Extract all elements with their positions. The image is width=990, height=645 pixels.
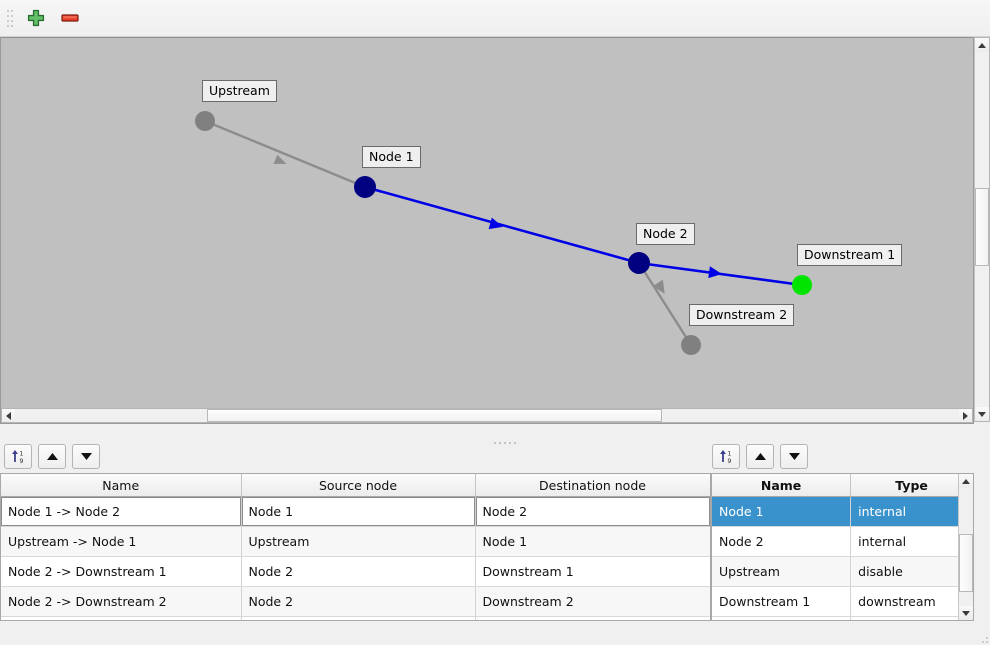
nodes-table-vertical-scrollbar[interactable] bbox=[958, 474, 973, 620]
graph-edges bbox=[195, 111, 812, 355]
table-row[interactable]: Node 2 internal bbox=[712, 526, 973, 557]
toolbar bbox=[0, 0, 990, 37]
nodes-cell-type[interactable]: downstream bbox=[850, 586, 973, 617]
node-node2[interactable] bbox=[628, 252, 650, 274]
scroll-left-arrow[interactable] bbox=[2, 409, 15, 422]
nodes-cell-name[interactable]: Upstream bbox=[712, 556, 852, 587]
node-downstream2[interactable] bbox=[681, 335, 701, 355]
nodes-cell-type[interactable]: disable bbox=[850, 556, 973, 587]
table-row[interactable]: Node 2 -> Downstream 2 Node 2 Downstream… bbox=[1, 586, 710, 617]
nodes-cell-type[interactable]: internal bbox=[850, 496, 973, 527]
node-node1[interactable] bbox=[354, 176, 376, 198]
edges-table-grid: Name Source node Destination node Node 1… bbox=[1, 474, 710, 620]
nodes-table-header-row: Name Type bbox=[712, 474, 973, 497]
node-label-upstream[interactable]: Upstream bbox=[202, 80, 277, 102]
edges-cell-source[interactable]: Node 1 bbox=[241, 496, 476, 527]
graph-canvas-area: Upstream Node 1 Node 2 Downstream 1 Down… bbox=[0, 37, 990, 438]
svg-text:9: 9 bbox=[727, 458, 731, 465]
triangle-up-icon bbox=[46, 452, 58, 460]
scroll-up-arrow[interactable] bbox=[975, 38, 989, 52]
graph-canvas[interactable]: Upstream Node 1 Node 2 Downstream 1 Down… bbox=[0, 37, 974, 424]
edges-table[interactable]: Name Source node Destination node Node 1… bbox=[0, 473, 711, 621]
add-button[interactable] bbox=[19, 3, 53, 33]
vertical-scroll-thumb[interactable] bbox=[975, 188, 989, 266]
node-label-node2[interactable]: Node 2 bbox=[636, 223, 695, 245]
nodes-sort-order-button[interactable]: 1 9 bbox=[712, 443, 740, 469]
triangle-up-icon bbox=[754, 452, 766, 460]
node-label-downstream2[interactable]: Downstream 2 bbox=[689, 304, 795, 326]
node-upstream[interactable] bbox=[195, 111, 215, 131]
nodes-cell-name[interactable]: Downstream 1 bbox=[712, 586, 852, 617]
table-row[interactable]: Upstream -> Node 1 Upstream Node 1 bbox=[1, 526, 710, 557]
window-resize-grip[interactable] bbox=[978, 633, 988, 643]
canvas-vertical-scrollbar[interactable] bbox=[974, 37, 990, 422]
edges-move-down-button[interactable] bbox=[72, 443, 100, 469]
edge-node2-downstream1[interactable] bbox=[638, 261, 803, 287]
edges-column-destination[interactable]: Destination node bbox=[475, 474, 710, 497]
edges-cell-destination[interactable]: Downstream 2 bbox=[475, 586, 710, 617]
edges-table-header-row: Name Source node Destination node bbox=[1, 474, 710, 497]
edges-column-name[interactable]: Name bbox=[1, 474, 242, 497]
triangle-down-icon bbox=[80, 452, 92, 460]
nodes-table-grid: Name Type Node 1 internal Node 2 interna… bbox=[712, 474, 973, 620]
node-label-downstream1[interactable]: Downstream 1 bbox=[797, 244, 903, 266]
table-empty-row bbox=[712, 616, 973, 620]
table-row[interactable]: Node 2 -> Downstream 1 Node 2 Downstream… bbox=[1, 556, 710, 587]
sort-ascending-icon: 1 9 bbox=[11, 449, 23, 465]
edge-upstream-node1[interactable] bbox=[204, 119, 366, 189]
svg-text:1: 1 bbox=[727, 450, 731, 457]
nodes-move-down-button[interactable] bbox=[780, 443, 808, 469]
horizontal-scroll-thumb[interactable] bbox=[207, 409, 662, 422]
table-row[interactable]: Upstream disable bbox=[712, 556, 973, 587]
scroll-down-arrow[interactable] bbox=[975, 407, 989, 421]
add-icon bbox=[27, 9, 45, 27]
svg-text:1: 1 bbox=[19, 450, 23, 457]
edges-cell-source[interactable]: Node 2 bbox=[241, 586, 476, 617]
edges-move-up-button[interactable] bbox=[38, 443, 66, 469]
edge-node2-downstream2[interactable] bbox=[637, 262, 693, 346]
edges-cell-destination[interactable]: Node 1 bbox=[475, 526, 710, 557]
scroll-up-arrow[interactable] bbox=[959, 474, 973, 488]
edges-cell-destination[interactable]: Downstream 1 bbox=[475, 556, 710, 587]
edges-cell-name[interactable]: Node 2 -> Downstream 2 bbox=[1, 586, 242, 617]
status-bar bbox=[0, 622, 990, 645]
edge-node1-node2[interactable] bbox=[364, 185, 640, 265]
edges-sort-order-button[interactable]: 1 9 bbox=[4, 443, 32, 469]
remove-icon bbox=[61, 14, 79, 22]
nodes-cell-type[interactable]: internal bbox=[850, 526, 973, 557]
sort-ascending-icon: 1 9 bbox=[719, 449, 731, 465]
edges-cell-name[interactable]: Node 2 -> Downstream 1 bbox=[1, 556, 242, 587]
nodes-toolbar: 1 9 bbox=[712, 443, 808, 469]
triangle-down-icon bbox=[788, 452, 800, 460]
edges-toolbar: 1 9 bbox=[4, 443, 100, 469]
edges-column-source[interactable]: Source node bbox=[241, 474, 476, 497]
nodes-table[interactable]: Name Type Node 1 internal Node 2 interna… bbox=[711, 473, 974, 621]
svg-text:9: 9 bbox=[19, 458, 23, 465]
nodes-column-type[interactable]: Type bbox=[850, 474, 973, 497]
edges-cell-name[interactable]: Upstream -> Node 1 bbox=[1, 526, 242, 557]
vertical-scroll-thumb[interactable] bbox=[959, 534, 973, 592]
table-row[interactable]: Downstream 1 downstream bbox=[712, 586, 973, 617]
edges-cell-source[interactable]: Node 2 bbox=[241, 556, 476, 587]
nodes-cell-name[interactable]: Node 2 bbox=[712, 526, 852, 557]
node-downstream1[interactable] bbox=[792, 275, 812, 295]
toolbar-drag-handle[interactable] bbox=[3, 7, 13, 29]
edges-cell-destination[interactable]: Node 2 bbox=[475, 496, 710, 527]
node-label-node1[interactable]: Node 1 bbox=[362, 146, 421, 168]
nodes-column-name[interactable]: Name bbox=[712, 474, 852, 497]
table-row[interactable]: Node 1 -> Node 2 Node 1 Node 2 bbox=[1, 496, 710, 527]
table-row[interactable]: Node 1 internal bbox=[712, 496, 973, 527]
table-empty-row bbox=[1, 616, 710, 620]
edges-cell-name[interactable]: Node 1 -> Node 2 bbox=[1, 496, 242, 527]
panel-splitter[interactable] bbox=[0, 438, 990, 447]
scroll-right-arrow[interactable] bbox=[959, 409, 972, 422]
remove-button[interactable] bbox=[53, 3, 87, 33]
nodes-move-up-button[interactable] bbox=[746, 443, 774, 469]
scroll-down-arrow[interactable] bbox=[959, 606, 973, 620]
edges-cell-source[interactable]: Upstream bbox=[241, 526, 476, 557]
nodes-cell-name[interactable]: Node 1 bbox=[712, 496, 852, 527]
canvas-horizontal-scrollbar[interactable] bbox=[1, 408, 973, 423]
